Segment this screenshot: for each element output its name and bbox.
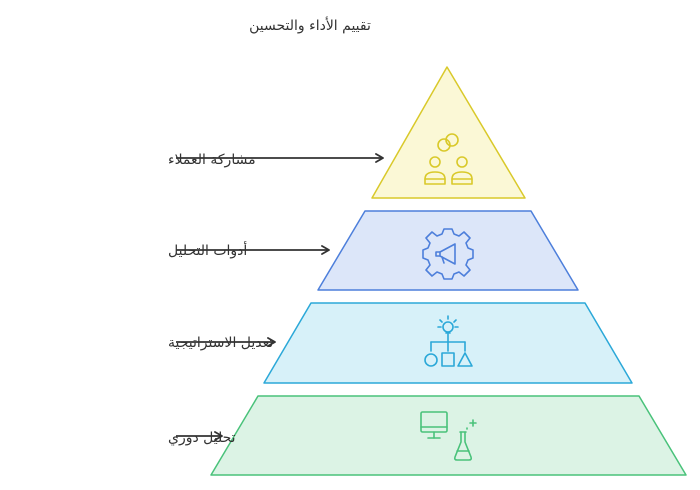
periodic-analysis-icon xyxy=(420,411,477,461)
pyramid-level-1-label: مشاركة العملاء xyxy=(168,152,256,168)
pyramid-level-3: تعديل الاستراتيجية xyxy=(168,302,633,384)
pyramid-level-2: أدوات التحليل xyxy=(168,210,579,291)
pyramid-level-3-label: تعديل الاستراتيجية xyxy=(168,335,273,351)
pyramid-level-1: مشاركة العملاء xyxy=(168,66,526,199)
pyramid-level-4-label: تحليل دوري xyxy=(168,430,236,446)
pyramid-level-4-shape xyxy=(210,395,687,476)
diagram-title: تقييم الأداء والتحسين xyxy=(249,16,371,34)
customer-engagement-icon xyxy=(424,133,473,185)
pyramid-level-2-shape xyxy=(317,210,579,291)
pyramid-level-4: تحليل دوري xyxy=(168,395,687,476)
pyramid-level-1-shape xyxy=(371,66,526,199)
analysis-tools-gear-icon xyxy=(422,228,474,280)
strategy-adjustment-icon xyxy=(424,315,473,367)
